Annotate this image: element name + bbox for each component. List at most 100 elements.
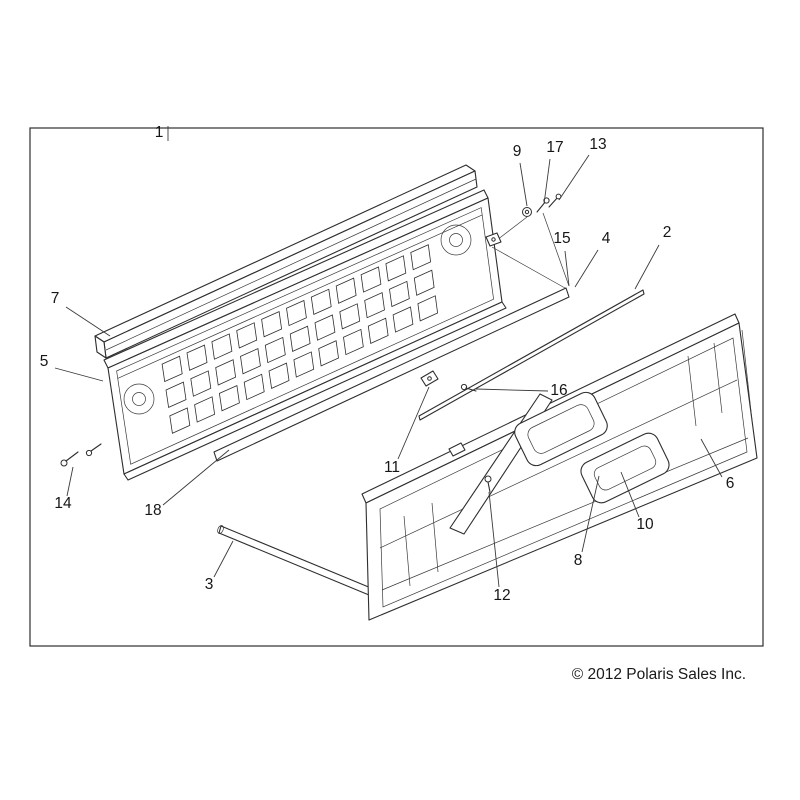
leader-line-8 bbox=[581, 475, 600, 553]
pivot-tube-part3 bbox=[217, 525, 372, 596]
leader-line-15 bbox=[564, 250, 570, 287]
screw-part17-head bbox=[543, 197, 550, 204]
leader-line-11 bbox=[397, 386, 430, 460]
callout-5: 5 bbox=[40, 353, 49, 370]
panel-slot bbox=[410, 244, 432, 271]
leader-line-9 bbox=[519, 162, 528, 207]
left-rib-1 bbox=[403, 515, 411, 587]
panel-slot bbox=[364, 292, 385, 319]
edge-tab-bracket bbox=[448, 442, 466, 457]
leader-line-16 bbox=[475, 388, 549, 392]
screw-part13-shaft bbox=[548, 196, 559, 208]
top-rail-crease bbox=[105, 178, 477, 351]
bracket-part11-hole bbox=[427, 376, 432, 381]
screw-part12-shaft bbox=[487, 481, 491, 493]
handle-inner bbox=[593, 445, 657, 491]
right-edge-thickness bbox=[741, 329, 753, 421]
panel-slot bbox=[218, 385, 240, 412]
panel-slot bbox=[215, 359, 237, 386]
callout-17: 17 bbox=[546, 139, 563, 156]
panel-left-recess-inner bbox=[132, 392, 146, 406]
leader-line-10 bbox=[620, 471, 640, 518]
panel-slot bbox=[389, 280, 410, 308]
pivot-tube-end-cap bbox=[217, 525, 224, 534]
handle-part10 bbox=[580, 432, 670, 504]
callout-10: 10 bbox=[636, 516, 654, 533]
inner-panel-part5 bbox=[103, 189, 507, 481]
panel-slot bbox=[236, 322, 258, 349]
panel-slot bbox=[194, 396, 216, 423]
screw-part12 bbox=[484, 475, 492, 493]
panel-slot bbox=[310, 288, 332, 315]
panel-slot bbox=[264, 336, 286, 364]
right-rib-1 bbox=[687, 355, 697, 427]
leader-line-2 bbox=[634, 244, 660, 290]
fastener-guide-line-3 bbox=[491, 246, 566, 289]
handle-recess-part8 bbox=[514, 391, 608, 467]
top-rail-end-cap bbox=[94, 335, 107, 359]
lower-rail-end-cap bbox=[213, 451, 218, 462]
panel-slot bbox=[343, 328, 364, 356]
panel-slot bbox=[161, 355, 183, 383]
panel-slot bbox=[169, 407, 191, 434]
panel-slot bbox=[211, 333, 233, 360]
panel-slot bbox=[289, 325, 311, 352]
panel-slot bbox=[268, 362, 290, 389]
callout-18: 18 bbox=[144, 502, 161, 519]
outer-panel-upper-crease bbox=[379, 379, 738, 549]
support-rod-part2 bbox=[418, 289, 645, 421]
leader-line-13 bbox=[558, 154, 590, 201]
panel-bottom-strip bbox=[123, 301, 507, 481]
screw-part14b-shaft bbox=[90, 443, 102, 452]
leader-line-3 bbox=[213, 540, 234, 578]
panel-slot bbox=[385, 255, 407, 282]
leader-line-12 bbox=[488, 491, 500, 588]
panel-vent-slots bbox=[161, 244, 439, 434]
panel-slot bbox=[417, 295, 439, 322]
leader-line-4 bbox=[574, 249, 599, 288]
panel-slot bbox=[186, 344, 208, 371]
screw-part16 bbox=[460, 383, 477, 392]
lower-rail-part4 bbox=[213, 287, 570, 462]
callout-14: 14 bbox=[54, 495, 72, 512]
callout-9: 9 bbox=[513, 143, 522, 160]
panel-slot bbox=[392, 306, 414, 333]
outer-panel-part6 bbox=[361, 313, 758, 621]
screw-part16-shaft bbox=[465, 387, 477, 392]
panel-slot bbox=[293, 351, 315, 378]
right-rib-2 bbox=[713, 342, 723, 414]
screw-part14a-head bbox=[60, 459, 68, 467]
callout-8: 8 bbox=[574, 552, 583, 569]
copyright-text: © 2012 Polaris Sales Inc. bbox=[572, 666, 746, 683]
drawing-border bbox=[29, 127, 764, 647]
panel-upper-groove bbox=[117, 214, 483, 379]
panel-slot bbox=[360, 266, 382, 293]
outer-panel-inner-outline bbox=[379, 337, 748, 608]
leader-line-17 bbox=[543, 158, 551, 205]
panel-slot bbox=[335, 277, 357, 304]
panel-slot bbox=[243, 373, 265, 401]
callout-12: 12 bbox=[493, 587, 510, 604]
callout-1: 1 bbox=[155, 124, 164, 141]
panel-slot bbox=[190, 370, 212, 397]
outer-panel-main-face bbox=[365, 322, 758, 621]
screw-part14a bbox=[60, 451, 79, 467]
callout-11: 11 bbox=[384, 459, 400, 476]
screw-part12-head bbox=[484, 475, 492, 483]
panel-slot bbox=[339, 303, 361, 330]
left-rib-2 bbox=[431, 502, 439, 573]
callout-3: 3 bbox=[205, 576, 214, 593]
callout-6: 6 bbox=[726, 475, 735, 492]
panel-slot bbox=[367, 317, 389, 344]
pivot-tube-body bbox=[218, 525, 372, 596]
leader-line-5 bbox=[54, 367, 104, 382]
panel-right-recess-inner bbox=[449, 233, 463, 247]
fastener-guide-line-1 bbox=[496, 216, 528, 241]
screw-part17 bbox=[536, 197, 550, 213]
latch-clip-hole bbox=[491, 237, 496, 242]
panel-slot bbox=[413, 269, 435, 296]
leader-line-18 bbox=[162, 449, 230, 506]
bracket-part11 bbox=[420, 370, 439, 387]
washer-part9-hole bbox=[524, 209, 530, 215]
